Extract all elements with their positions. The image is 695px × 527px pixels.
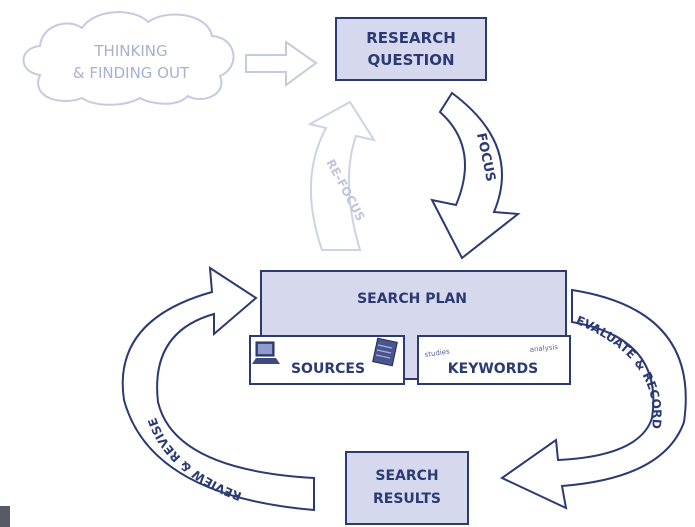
book-icon	[372, 337, 398, 367]
sources-label: SOURCES	[291, 361, 365, 377]
keyword-tag-analysis: analysis	[529, 343, 558, 354]
focus-arrow: FOCUS	[430, 91, 521, 260]
cloud-to-question-arrow	[245, 40, 318, 87]
keyword-tag-studies: studies	[424, 348, 450, 359]
search-results-line-1: SEARCH	[375, 468, 438, 484]
research-question-line-1: RESEARCH	[366, 29, 456, 47]
computer-icon	[252, 341, 280, 364]
keywords-label: KEYWORDS	[448, 361, 538, 377]
search-results-line-2: RESULTS	[373, 491, 441, 507]
research-question-box: RESEARCH QUESTION	[335, 17, 487, 81]
keywords-box: studies analysis KEYWORDS	[417, 335, 571, 385]
research-question-line-2: QUESTION	[367, 51, 454, 69]
corner-mark	[0, 506, 10, 527]
search-plan-label: SEARCH PLAN	[357, 291, 467, 307]
cloud-line-2: & FINDING OUT	[73, 64, 190, 82]
thinking-cloud: THINKING & FINDING OUT	[22, 11, 235, 106]
cloud-line-1: THINKING	[93, 42, 167, 60]
search-results-box: SEARCH RESULTS	[345, 451, 469, 525]
sources-box: SOURCES	[249, 335, 405, 385]
refocus-arrow: RE-FOCUS	[307, 100, 377, 251]
